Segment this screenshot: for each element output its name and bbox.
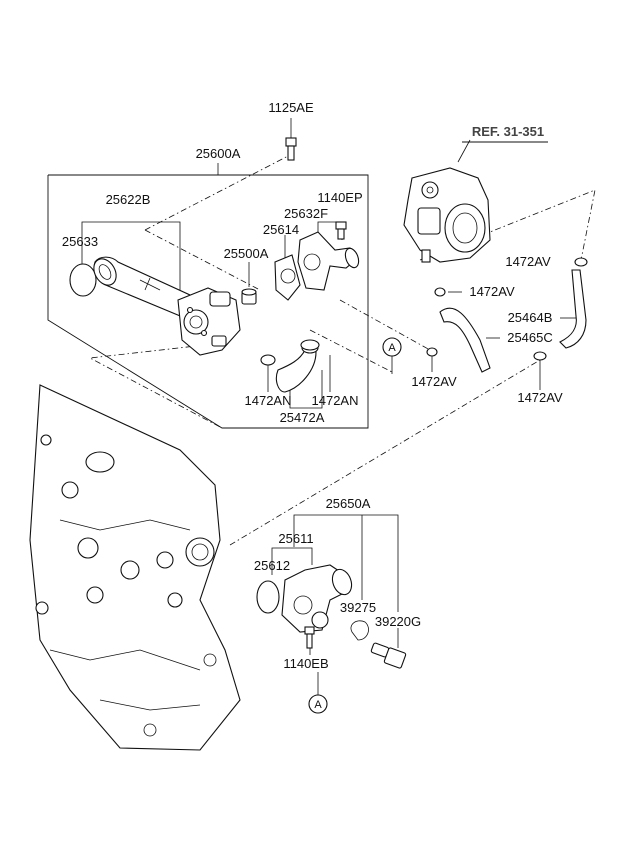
- leader-25611: [271, 547, 313, 575]
- bolt-1140EP: [335, 221, 347, 240]
- assembly-frame-upper: [47, 174, 369, 429]
- guide-line-2: [144, 229, 261, 291]
- throttle-body: [403, 167, 491, 263]
- label-25612: 25612: [254, 558, 290, 573]
- label-ref: REF. 31-351: [472, 124, 544, 139]
- clamp-1472AV-2: [434, 287, 446, 297]
- hose-25464B: [559, 269, 587, 349]
- plug-25500A: [241, 288, 257, 305]
- guide-line-5: [339, 299, 431, 351]
- clamp-1472AV-3: [426, 347, 438, 357]
- bolt-1125AE: [285, 137, 297, 161]
- marker-a-bottom: [308, 694, 328, 714]
- guide-line-4: [309, 329, 393, 373]
- label-25600A: 25600A: [196, 146, 241, 161]
- label-25632F: 25632F: [284, 206, 328, 221]
- label-39275: 39275: [340, 600, 376, 615]
- bolt-1140EB: [304, 626, 315, 649]
- leader-25650A: [293, 514, 399, 612]
- guide-line-1: [144, 154, 291, 231]
- clip-39275: [350, 620, 369, 641]
- leader-25622B: [81, 221, 181, 290]
- label-25650A: 25650A: [326, 496, 371, 511]
- leader-ref: [457, 139, 471, 163]
- temperature-sensor-39220G: [370, 642, 407, 669]
- label-25611: 25611: [278, 531, 313, 546]
- clamp-1472AV-1: [574, 257, 588, 267]
- label-25472A: 25472A: [280, 410, 325, 425]
- water-pipe-25622B: [93, 256, 241, 356]
- label-25465C: 25465C: [507, 330, 553, 345]
- label-25633: 25633: [62, 234, 98, 249]
- label-1140EP: 1140EP: [317, 190, 362, 205]
- label-39220G: 39220G: [375, 614, 421, 629]
- clamp-1472AN-left: [260, 354, 276, 366]
- gasket-25612: [256, 580, 280, 614]
- label-1472AV-2: 1472AV: [469, 284, 515, 299]
- label-1140EB: 1140EB: [283, 656, 328, 671]
- guide-line-7: [229, 359, 541, 546]
- label-1472AV-3: 1472AV: [411, 374, 457, 389]
- water-outlet-25611: [281, 564, 353, 633]
- label-1472AN-right: 1472AN: [312, 393, 359, 408]
- marker-a-bottom-text: A: [314, 699, 322, 711]
- outlet-fitting-25632F: [297, 231, 360, 291]
- marker-a-top-text: A: [388, 342, 396, 354]
- leader-25472A: [289, 370, 323, 409]
- hose-25465C: [439, 307, 491, 373]
- clamp-1472AN-right: [300, 339, 320, 351]
- clamp-1472AV-4: [533, 351, 547, 361]
- gasket-25614: [274, 254, 301, 301]
- label-25500A: 25500A: [224, 246, 269, 261]
- engine-block: [29, 384, 241, 751]
- label-25464B: 25464B: [508, 310, 553, 325]
- label-25622B: 25622B: [106, 192, 151, 207]
- label-1472AN-left: 1472AN: [245, 393, 292, 408]
- label-1472AV-1: 1472AV: [505, 254, 551, 269]
- label-1125AE: 1125AE: [268, 100, 314, 115]
- label-25614: 25614: [263, 222, 299, 237]
- gasket-25633: [69, 263, 97, 297]
- label-1472AV-4: 1472AV: [517, 390, 563, 405]
- guide-line-6: [419, 189, 596, 266]
